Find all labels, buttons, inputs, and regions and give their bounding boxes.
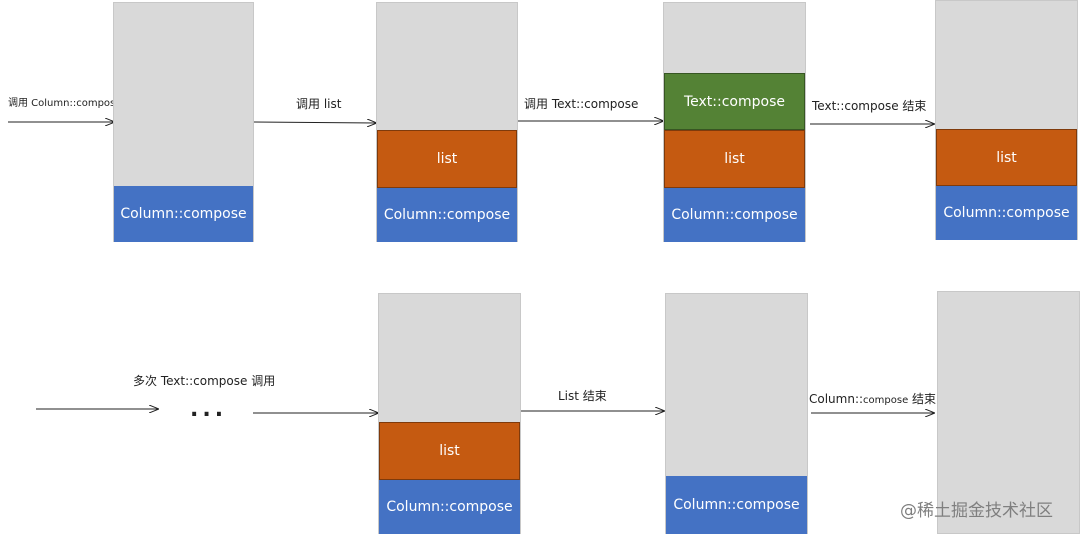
label-column-end-part1: Column::: [809, 392, 864, 406]
stack-3: Text::compose list Column::compose: [663, 2, 806, 242]
stack-7-empty: [937, 291, 1080, 534]
stack-5: list Column::compose: [378, 293, 521, 534]
column-compose-frame: Column::compose: [114, 186, 253, 242]
label-column-end-part2: compose: [863, 395, 909, 406]
column-compose-frame: Column::compose: [666, 476, 807, 534]
stack-4: list Column::compose: [935, 0, 1078, 240]
arrow-call-list: [253, 122, 376, 123]
label-call-list: 调用 list: [296, 97, 342, 111]
label-list-end: List 结束: [558, 389, 607, 403]
label-column-end-part3: 结束: [908, 392, 937, 406]
stack-1: Column::compose: [113, 2, 254, 242]
column-compose-frame: Column::compose: [379, 480, 520, 534]
list-frame: list: [936, 129, 1077, 186]
list-frame: list: [664, 130, 805, 188]
column-compose-frame: Column::compose: [936, 186, 1077, 240]
column-compose-frame: Column::compose: [377, 188, 517, 242]
label-text-end: Text::compose 结束: [812, 99, 927, 113]
ellipsis: ...: [190, 397, 228, 422]
stack-6: Column::compose: [665, 293, 808, 534]
stack-2: list Column::compose: [376, 2, 518, 242]
list-frame: list: [379, 422, 520, 480]
list-frame: list: [377, 130, 517, 188]
label-multi-text-call: 多次 Text::compose 调用: [133, 374, 276, 388]
label-column-end: Column::compose 结束: [809, 390, 936, 407]
column-compose-frame: Column::compose: [664, 188, 805, 242]
text-compose-frame: Text::compose: [664, 73, 805, 130]
label-call-text: 调用 Text::compose: [524, 97, 639, 111]
watermark: @稀土掘金技术社区: [900, 501, 1053, 521]
label-call-column: 调用 Column::compose: [8, 98, 122, 109]
